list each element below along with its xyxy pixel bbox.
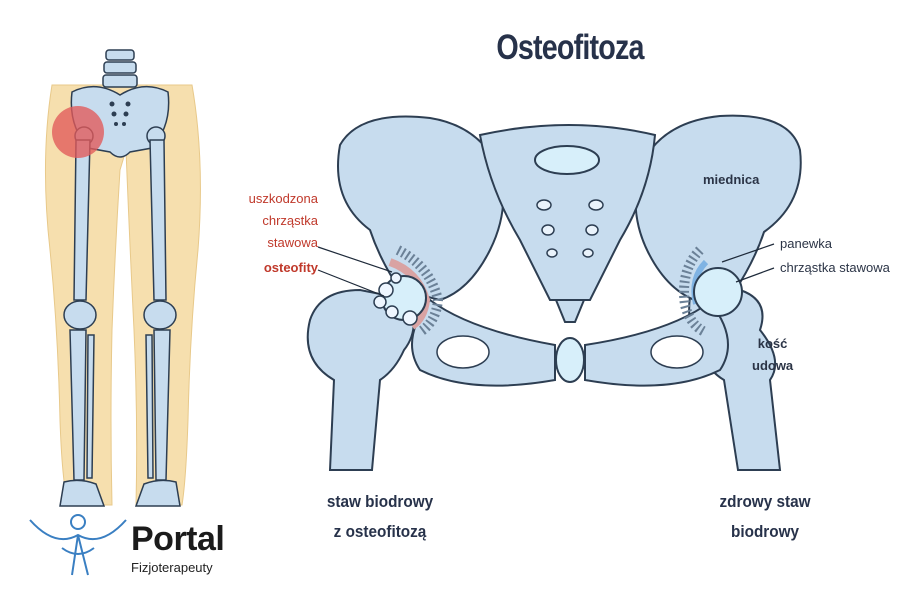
- caption-left-line-1: staw biodrowy: [326, 492, 434, 511]
- label-acetabulum: panewka: [780, 236, 833, 251]
- spine: [102, 49, 138, 88]
- sacral-foramina: [536, 199, 604, 258]
- label-femur-line-2: udowa: [752, 358, 794, 373]
- logo-tagline: Fizjoterapeuty: [131, 560, 213, 575]
- osteophyte-growths: [373, 272, 418, 326]
- caption-right-line-1: zdrowy staw: [719, 492, 811, 511]
- main-pelvis: [306, 114, 802, 471]
- femurs: [59, 126, 181, 507]
- left-femur: [306, 288, 415, 471]
- label-damaged-cartilage-line-1: uszkodzona: [248, 191, 318, 206]
- label-damaged-cartilage: uszkodzona chrząstka stawowa: [249, 188, 318, 254]
- caption-left-line-2: z osteofitozą: [333, 522, 427, 541]
- caption-osteophytosis-joint: staw biodrowy z osteofitozą: [299, 487, 461, 547]
- caption-right-line-2: biodrowy: [730, 522, 800, 541]
- label-pelvis: miednica: [703, 172, 760, 187]
- pubic-symphysis: [555, 337, 585, 383]
- sacrum: [478, 124, 657, 301]
- right-acetabulum: [679, 246, 708, 337]
- affected-hip-highlight: [52, 106, 104, 158]
- caption-healthy-joint: zdrowy staw biodrowy: [689, 487, 842, 547]
- label-osteophytes: osteofity: [263, 260, 318, 275]
- page-title: Osteofitoza: [496, 28, 644, 67]
- left-iliac-wing: [337, 115, 505, 302]
- logo-name: Portal: [131, 520, 225, 558]
- label-articular-cartilage: chrząstka stawowa: [780, 260, 890, 275]
- leader-lines: [317, 243, 775, 297]
- lumbar-disc: [534, 145, 600, 175]
- coccyx: [554, 299, 586, 323]
- left-obturator-foramen: [436, 335, 490, 369]
- logo-figure-icon: [29, 514, 127, 576]
- left-acetabulum: [395, 245, 444, 337]
- label-damaged-cartilage-line-2: chrząstka: [262, 213, 318, 228]
- sacrum-holes: [109, 101, 131, 126]
- label-femur-line-1: kość: [757, 336, 788, 351]
- label-damaged-cartilage-line-3: stawowa: [267, 235, 318, 250]
- right-iliac-wing: [634, 114, 802, 304]
- right-obturator-foramen: [650, 335, 704, 369]
- legs-skeleton: [44, 49, 201, 507]
- label-femur: kość udowa: [752, 333, 793, 377]
- right-femoral-head: [693, 267, 743, 317]
